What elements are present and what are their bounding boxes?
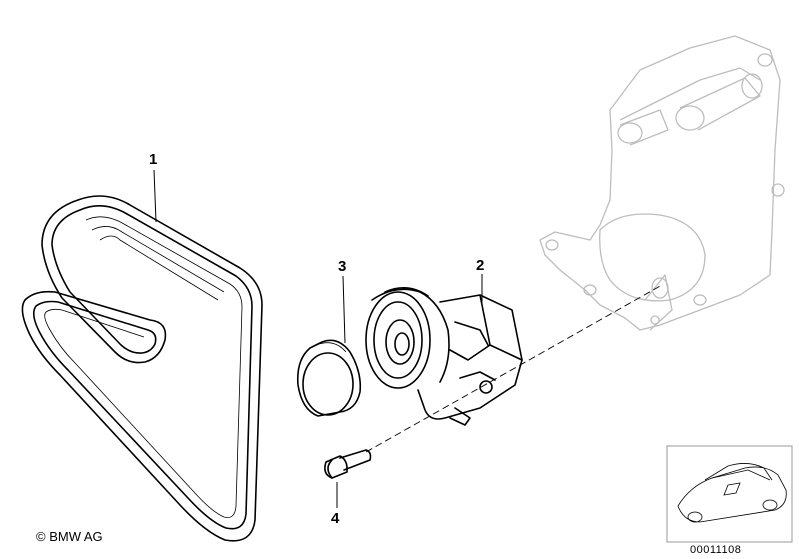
copyright-text: © BMW AG [36, 529, 103, 544]
cap [296, 339, 362, 417]
part-label-4: 4 [331, 510, 340, 527]
vehicle-inset [666, 445, 793, 543]
part-label-3: 3 [338, 258, 346, 275]
diagram-code: 00011108 [690, 544, 741, 556]
ribbed-v-belt [21, 195, 263, 542]
leader-line-3 [342, 275, 346, 344]
part-label-1: 1 [149, 151, 157, 168]
car-thumbnail-icon [677, 463, 787, 523]
leader-line-1 [153, 169, 157, 223]
mounting-axis-line [365, 284, 663, 453]
bolt [324, 449, 372, 479]
part-label-2: 2 [476, 257, 484, 274]
engine-bracket-ghost [539, 35, 785, 331]
belt-tensioner [365, 287, 523, 426]
